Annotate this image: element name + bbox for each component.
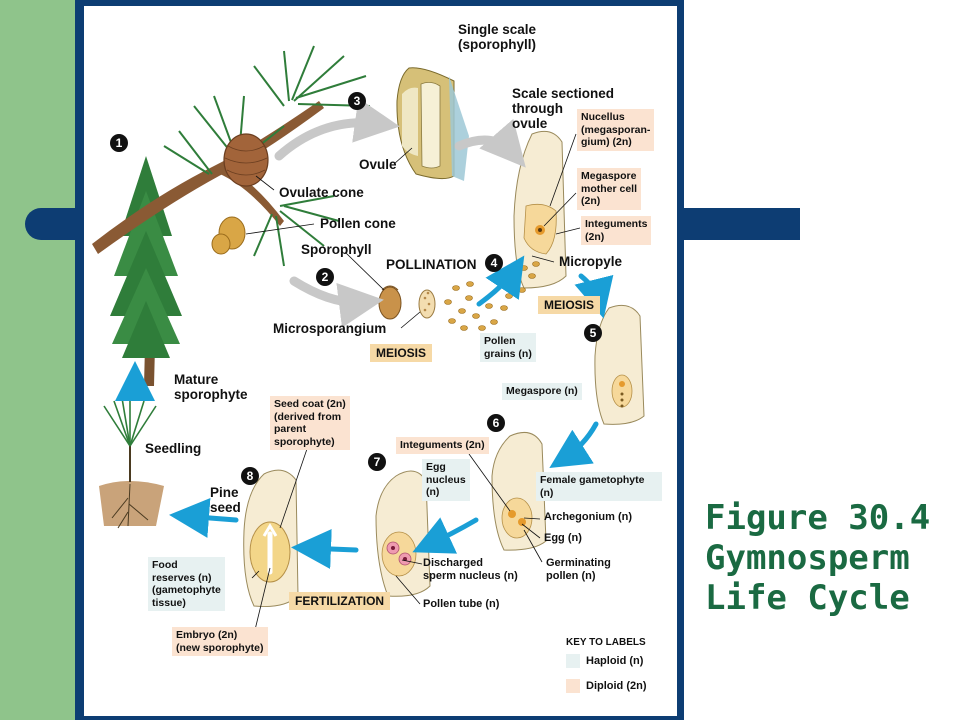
box-food-reserves: Food reserves (n) (gametophyte tissue): [148, 557, 225, 611]
label-mature-sporophyte: Mature sporophyte: [174, 372, 248, 402]
single-scale-sporophyll: [396, 67, 469, 181]
slide-accent-bar-right: [684, 208, 800, 240]
step-1-marker: 1: [110, 134, 128, 152]
label-pine-seed: Pine seed: [210, 485, 241, 515]
label-pollen-tube: Pollen tube (n): [423, 598, 500, 610]
sectioned-ovule: [513, 130, 567, 289]
slide-accent-bar-left: [25, 208, 85, 240]
box-megaspore: Megaspore (n): [502, 383, 582, 400]
phase-pollination: POLLINATION: [386, 257, 477, 272]
step-4-marker: 4: [485, 254, 503, 272]
diagram-artwork: [92, 45, 645, 635]
label-microsporangium: Microsporangium: [273, 321, 387, 336]
gray-arrows: [274, 98, 526, 328]
mature-pine-tree: [110, 156, 182, 386]
pollen-sacs: [378, 285, 436, 320]
label-pollen-cone: Pollen cone: [320, 216, 396, 231]
step-6-marker: 6: [487, 414, 505, 432]
step-2-marker: 2: [316, 268, 334, 286]
life-cycle-diagram: Single scale (sporophyll) Scale sectione…: [84, 6, 677, 716]
box-nucellus: Nucellus (megasporan- gium) (2n): [577, 109, 655, 151]
female-gametophyte-stage: [491, 431, 547, 551]
box-female-gametophyte: Female gametophyte (n): [536, 472, 662, 501]
box-egg-nucleus: Egg nucleus (n): [422, 459, 470, 501]
label-scale-sectioned: Scale sectioned through ovule: [512, 86, 615, 131]
leader-lines: [245, 133, 581, 635]
step-8-marker: 8: [241, 467, 259, 485]
key-diploid-swatch: [566, 679, 580, 693]
key-diploid-label: Diploid (2n): [586, 680, 647, 692]
key-title: KEY TO LABELS: [566, 637, 646, 648]
fertilization-stage: [375, 470, 431, 597]
pine-seed-section: [243, 469, 299, 607]
box-seed-coat: Seed coat (2n) (derived from parent spor…: [270, 396, 350, 450]
label-micropyle: Micropyle: [559, 254, 623, 269]
step-3-marker: 3: [348, 92, 366, 110]
label-single-scale: Single scale (sporophyll): [458, 22, 537, 52]
box-integuments-mid: Integuments (2n): [396, 437, 489, 454]
step-7-marker: 7: [368, 453, 386, 471]
label-germinating-pollen: Germinating pollen (n): [546, 557, 611, 582]
label-ovule: Ovule: [359, 157, 397, 172]
seedling: [99, 396, 164, 529]
box-integuments-top: Integuments (2n): [581, 216, 652, 245]
label-seedling: Seedling: [145, 441, 202, 456]
left-green-strip: [0, 0, 75, 720]
megaspore-stage: [594, 304, 645, 425]
label-sporophyll: Sporophyll: [301, 242, 372, 257]
phase-meiosis-megaspore: MEIOSIS: [538, 296, 601, 314]
phase-meiosis-microspores: MEIOSIS: [370, 344, 433, 362]
figure-title: Figure 30.4 Gymnosperm Life Cycle: [705, 498, 931, 618]
label-discharged-sperm: Discharged sperm nucleus (n): [423, 557, 518, 582]
phase-fertilization: FERTILIZATION: [289, 592, 391, 610]
blue-arrows: [115, 255, 614, 569]
label-ovulate-cone: Ovulate cone: [279, 185, 364, 200]
key-haploid-swatch: [566, 654, 580, 668]
key-haploid-label: Haploid (n): [586, 655, 644, 667]
step-5-marker: 5: [584, 324, 602, 342]
box-pollen-grains: Pollen grains (n): [480, 333, 536, 362]
box-embryo: Embryo (2n) (new sporophyte): [172, 627, 268, 656]
box-megaspore-mother-cell: Megaspore mother cell (2n): [577, 168, 642, 210]
label-archegonium: Archegonium (n): [544, 511, 632, 523]
label-egg: Egg (n): [544, 532, 582, 544]
